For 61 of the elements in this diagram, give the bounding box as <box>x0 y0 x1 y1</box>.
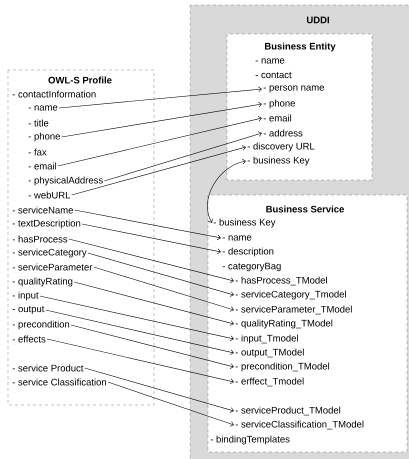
field-label: - qualityRating <box>12 278 72 286</box>
field-label: - contactInformation <box>12 90 96 98</box>
arrow <box>58 116 262 166</box>
arrow <box>84 368 234 413</box>
arrow <box>93 266 234 312</box>
arrow <box>74 210 221 240</box>
arrow <box>108 382 234 427</box>
arrow <box>61 102 262 138</box>
field-label: - hasProcess_TModel <box>236 276 327 286</box>
arrow <box>46 338 234 384</box>
field-label: - erffect_Tmodel <box>236 378 304 386</box>
field-label: - description <box>222 248 274 256</box>
field-label: - phone <box>28 132 60 142</box>
field-label: - name <box>222 235 252 241</box>
field-label: - precondition <box>12 320 70 330</box>
field-label: - textDescription <box>12 220 80 228</box>
field-label: - person name <box>264 85 324 93</box>
field-label: - hasProcess <box>12 236 68 242</box>
field-label: - name <box>28 105 58 111</box>
field-label: - title <box>28 120 48 126</box>
arrow <box>104 131 262 182</box>
field-label: - service Classification <box>12 378 106 386</box>
field-label: - categoryBag <box>222 262 281 272</box>
arrow <box>88 252 234 297</box>
arrow <box>58 86 262 108</box>
arrow <box>40 296 234 341</box>
field-label: - fax <box>28 148 47 156</box>
field-label: - name <box>256 58 284 64</box>
field-label: - input <box>12 292 39 300</box>
field-label: - business Key <box>214 218 276 228</box>
field-label: - output_TModel <box>236 348 304 358</box>
arrow <box>207 158 246 223</box>
field-label: - precondition_TModel <box>236 362 330 372</box>
field-label: - discovery URL <box>248 142 314 152</box>
arrow <box>45 310 234 355</box>
field-label: - serviceParameter_TModel <box>236 306 352 314</box>
field-label: - serviceClassification_TModel <box>236 420 364 430</box>
field-label: - email <box>28 162 56 170</box>
field-label: - serviceCategory_Tmodel <box>236 290 346 300</box>
field-label: - service Product <box>12 364 84 372</box>
field-label: - phone <box>264 100 295 108</box>
arrow <box>70 324 234 369</box>
arrow <box>74 282 234 326</box>
field-label: - effects <box>12 336 46 342</box>
field-label: - serviceProduct_TModel <box>236 406 340 416</box>
field-label: - serviceParameter <box>12 264 92 270</box>
field-label: - business Key <box>248 156 310 166</box>
field-label: - serviceName <box>12 206 73 214</box>
arrow <box>71 145 246 196</box>
field-label: - address <box>264 130 302 136</box>
field-label: - output <box>12 306 44 314</box>
field-label: - input_Tmodel <box>236 334 298 344</box>
field-label: - bindingTemplates <box>210 436 290 444</box>
arrow <box>82 224 221 254</box>
field-label: - email <box>264 114 292 122</box>
field-label: - qualityRating_TModel <box>236 320 332 328</box>
field-label: - webURL <box>28 192 70 198</box>
field-label: - contact <box>256 72 292 78</box>
field-label: - physicalAddress <box>28 176 103 186</box>
field-label: - serviceCategory <box>12 248 87 258</box>
arrow <box>68 238 234 283</box>
